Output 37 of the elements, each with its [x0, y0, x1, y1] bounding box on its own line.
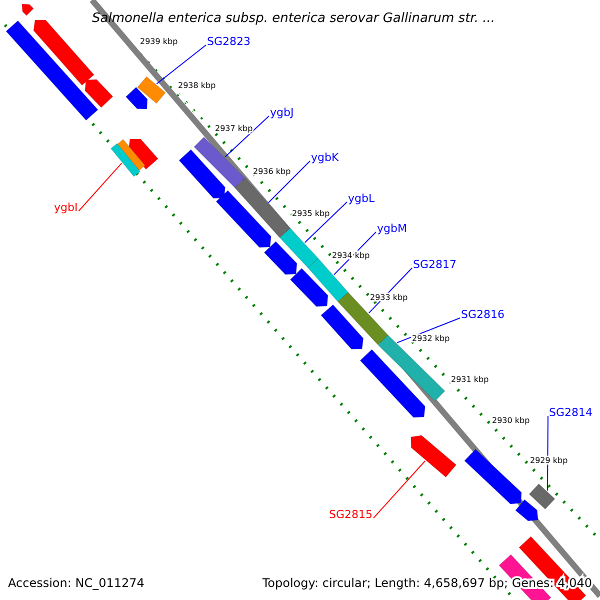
- gene-bar: [528, 483, 556, 510]
- leader-line: [368, 268, 412, 314]
- leader-line: [268, 160, 310, 204]
- gene-bar: [137, 76, 166, 104]
- gene-label: ygbJ: [270, 106, 294, 119]
- title: Salmonella enterica subsp. enterica serovar Gallinarum str. ...: [92, 11, 495, 26]
- gene-bar: [279, 228, 319, 268]
- gene-label: SG2817: [413, 258, 457, 271]
- position-label: 2932 kbp: [412, 334, 450, 343]
- gene-bar: [234, 178, 291, 238]
- gene-label: SG2815: [329, 508, 373, 521]
- leader-line: [546, 416, 548, 492]
- gene-label: ygbL: [348, 192, 375, 205]
- leader-line: [156, 44, 206, 84]
- gene-label: ygbI: [54, 201, 78, 214]
- leader-line: [78, 162, 122, 212]
- position-label: 2936 kbp: [253, 167, 291, 176]
- leader-line: [304, 202, 348, 244]
- gene-label: SG2823: [207, 35, 251, 48]
- gene-label: ygbK: [311, 151, 339, 164]
- position-label: 2938 kbp: [178, 81, 216, 90]
- accession-text: Accession: NC_011274: [8, 576, 144, 590]
- gene-block: [410, 435, 457, 478]
- gene-bar: [307, 258, 349, 302]
- position-label: 2935 kbp: [292, 209, 330, 218]
- position-label: 2934 kbp: [332, 251, 370, 260]
- leader-line: [334, 232, 376, 276]
- leader-line: [224, 116, 270, 158]
- gene-bar: [194, 136, 246, 188]
- leader-line: [373, 460, 426, 518]
- gene-label: SG2814: [549, 406, 593, 419]
- leader-line: [396, 318, 460, 344]
- gene-label: ygbM: [377, 222, 407, 235]
- gene-bar: [110, 143, 141, 177]
- gene-label: SG2816: [461, 308, 505, 321]
- position-label: 2930 kbp: [492, 416, 530, 425]
- gene-bar: [337, 292, 389, 346]
